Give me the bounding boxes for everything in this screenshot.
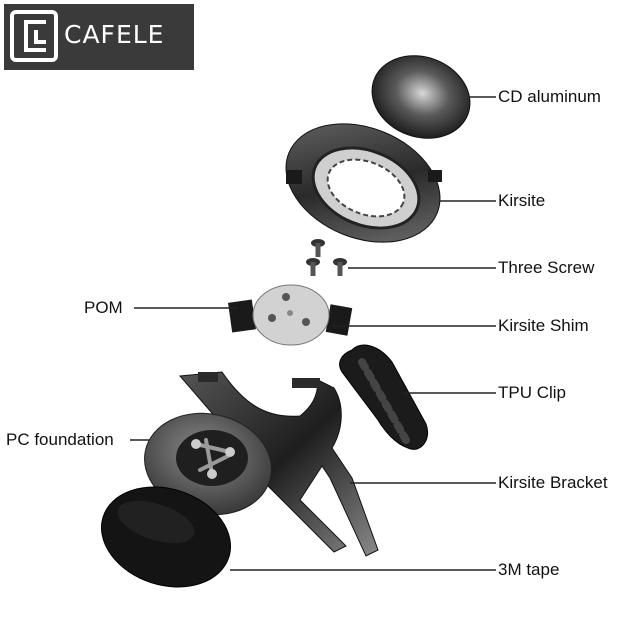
tpu-clip-part bbox=[340, 345, 428, 449]
label-three-screw: Three Screw bbox=[498, 258, 594, 278]
label-tpu-clip: TPU Clip bbox=[498, 383, 566, 403]
label-pom: POM bbox=[84, 298, 123, 318]
three-screws bbox=[306, 239, 347, 276]
label-kirsite-bracket: Kirsite Bracket bbox=[498, 473, 608, 493]
label-pc-foundation: PC foundation bbox=[6, 430, 114, 450]
label-kirsite-shim: Kirsite Shim bbox=[498, 316, 589, 336]
label-cd-aluminum: CD aluminum bbox=[498, 87, 601, 107]
label-3m-tape: 3M tape bbox=[498, 560, 559, 580]
kirsite-shim-plate bbox=[228, 285, 352, 345]
label-kirsite: Kirsite bbox=[498, 191, 545, 211]
